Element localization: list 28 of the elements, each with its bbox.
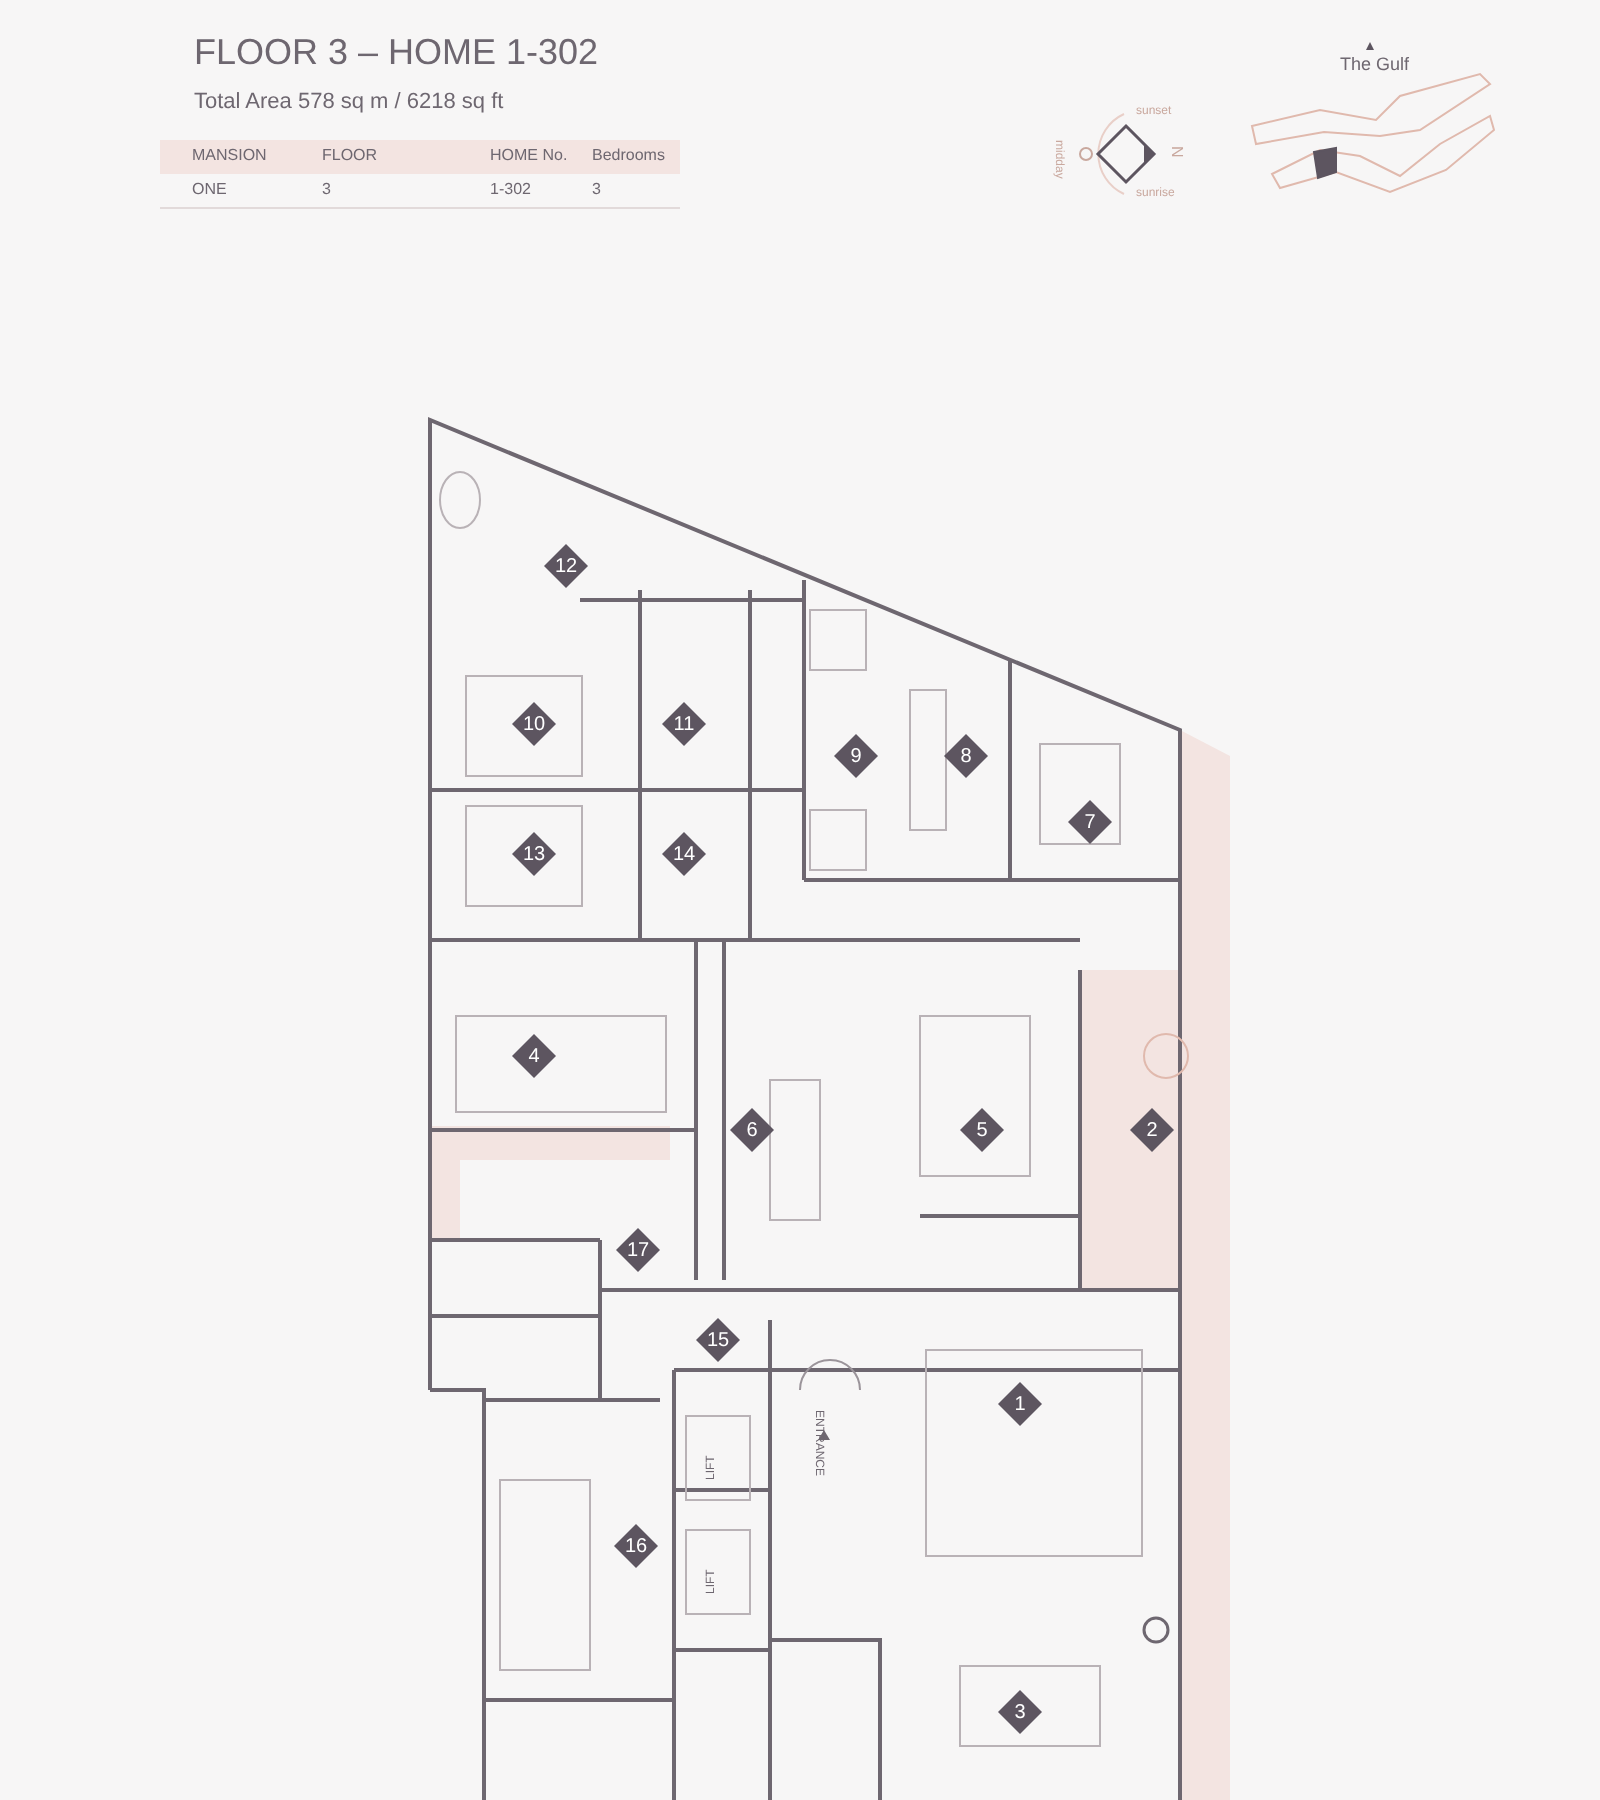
- callout-number: 11: [662, 702, 706, 746]
- callout-number: 4: [512, 1034, 556, 1078]
- table-value: ONE: [192, 182, 227, 198]
- area-note: Total Area 578 sq m / 6218 sq ft: [194, 92, 504, 114]
- callout-number: 10: [512, 702, 556, 746]
- callout-number: 7: [1068, 800, 1112, 844]
- column-header: FLOOR: [322, 148, 378, 164]
- column-header: Bedrooms: [592, 148, 665, 164]
- place-label: The Gulf: [1340, 56, 1410, 74]
- column-header: MANSION: [192, 148, 267, 164]
- compass-label: N: [1168, 146, 1184, 158]
- column-header: HOME No.: [490, 148, 568, 164]
- table-value: 3: [592, 182, 601, 198]
- callout-number: 5: [960, 1108, 1004, 1152]
- page-title: FLOOR 3 – HOME 1-302: [194, 34, 599, 70]
- callout-number: 15: [696, 1318, 740, 1362]
- callout-number: 8: [944, 734, 988, 778]
- callout-number: 3: [998, 1690, 1042, 1734]
- callout-number: 16: [614, 1524, 658, 1568]
- table-value: 3: [322, 182, 331, 198]
- callout-number: 13: [512, 832, 556, 876]
- callout-number: 12: [544, 544, 588, 588]
- callout-number: 17: [616, 1228, 660, 1272]
- callout-number: 1: [998, 1382, 1042, 1426]
- callout-number: 6: [730, 1108, 774, 1152]
- callout-number: 14: [662, 832, 706, 876]
- table-value: 1-302: [490, 182, 531, 198]
- callout-number: 9: [834, 734, 878, 778]
